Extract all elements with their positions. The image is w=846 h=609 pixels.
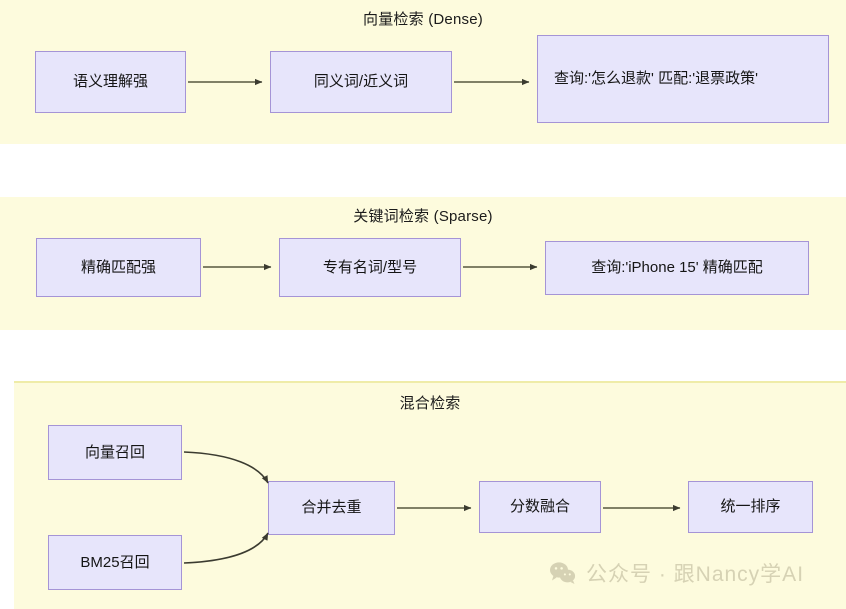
node-hybrid-merge-dedup[interactable]: 合并去重 [268, 481, 395, 535]
node-dense-synonyms[interactable]: 同义词/近义词 [270, 51, 452, 113]
node-sparse-exact-match[interactable]: 精确匹配强 [36, 238, 201, 297]
node-hybrid-vector-recall[interactable]: 向量召回 [48, 425, 182, 480]
node-sparse-query-example[interactable]: 查询:'iPhone 15' 精确匹配 [545, 241, 809, 295]
node-sparse-proper-noun[interactable]: 专有名词/型号 [279, 238, 461, 297]
node-hybrid-score-fusion[interactable]: 分数融合 [479, 481, 601, 533]
node-hybrid-unified-ranking[interactable]: 统一排序 [688, 481, 813, 533]
node-dense-query-example[interactable]: 查询:'怎么退款' 匹配:'退票政策' [537, 35, 829, 123]
section-title-dense: 向量检索 (Dense) [363, 11, 483, 28]
watermark-text: 公众号 · 跟Nancy学AI [586, 563, 805, 586]
node-hybrid-bm25-recall[interactable]: BM25召回 [48, 535, 182, 590]
watermark: 公众号 · 跟Nancy学AI [549, 558, 804, 588]
section-title-sparse: 关键词检索 (Sparse) [353, 208, 493, 225]
section-title-hybrid: 混合检索 [399, 395, 461, 412]
node-dense-semantic-strength[interactable]: 语义理解强 [35, 51, 186, 113]
wechat-icon [550, 562, 576, 584]
